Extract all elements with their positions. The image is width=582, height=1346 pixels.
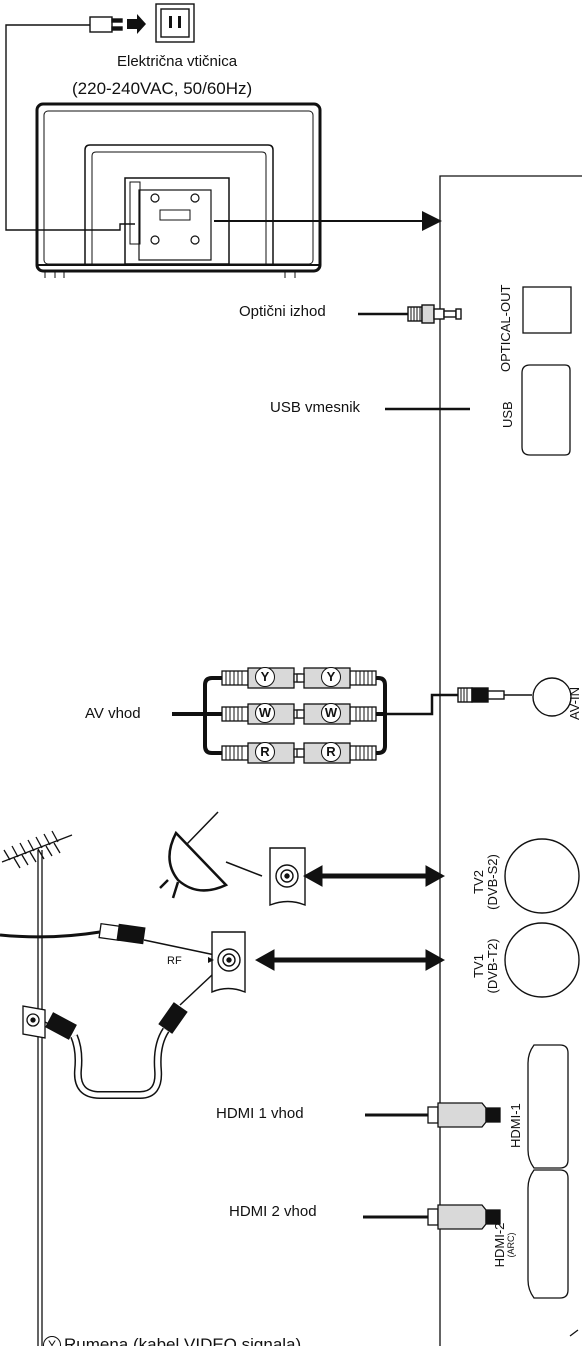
optical-port-icon [522, 286, 572, 334]
rca-left-white-letter: W [255, 703, 275, 723]
hdmi1-cable-label: HDMI 1 vhod [216, 1105, 304, 1122]
tv-side-panel [439, 175, 582, 1346]
hdmi2-cable-icon [363, 1204, 501, 1230]
wall-antenna-socket-icon [22, 1005, 46, 1039]
satellite-wall-plate-icon [269, 847, 306, 907]
tv1-double-arrow [254, 949, 446, 971]
usb-port-label: USB [500, 401, 515, 428]
rca-left-red-letter: R [255, 742, 275, 762]
rca-splitter-cables [172, 676, 387, 755]
tv2-line2: (DVB-S2) [484, 854, 500, 910]
power-plug-icon [5, 16, 123, 225]
av-in-port-label: AV-IN [567, 687, 582, 720]
av-in-port-icon [532, 677, 572, 717]
rf-wall-plate-icon [208, 931, 246, 994]
wall-socket-icon [155, 3, 195, 43]
hdmi2-sub: (ARC) [505, 1232, 516, 1258]
tv2-port-label: TV2 (DVB-S2) [471, 852, 504, 912]
tv1-line2: (DVB-T2) [484, 938, 500, 994]
optical-port-label: OPTICAL-OUT [498, 284, 513, 372]
loop-cable [44, 974, 213, 1099]
rca-left-yellow-letter: Y [255, 667, 275, 687]
tv2-double-arrow [302, 865, 446, 887]
antenna-cable [0, 922, 216, 956]
satellite-dish-icon [159, 811, 263, 899]
hdmi2-line1: HDMI-2 [492, 1222, 507, 1268]
optical-cable-label: Optični izhod [239, 303, 326, 320]
usb-cable-label: USB vmesnik [270, 399, 361, 416]
tv1-port-icon [504, 922, 580, 998]
av-jack-icon [457, 687, 532, 703]
tv-back-icon [35, 102, 322, 278]
hdmi1-cable-icon [365, 1102, 501, 1128]
hdmi2-port-icon [527, 1169, 569, 1299]
plug-arrow-icon [127, 14, 146, 34]
hdmi1-port-label: HDMI-1 [508, 1103, 523, 1148]
footer-note: Rumena (kabel VIDEO signala) [64, 1335, 302, 1346]
usb-port-icon [521, 364, 571, 456]
optical-cable-icon [358, 304, 462, 324]
rca-right-white-letter: W [321, 703, 341, 723]
socket-title: Električna vtičnica [117, 53, 238, 70]
rca-right-red-letter: R [321, 742, 341, 762]
hdmi1-port-icon [527, 1044, 569, 1169]
tv1-port-label: TV1 (DVB-T2) [471, 936, 504, 996]
tv2-port-icon [504, 838, 580, 914]
terrestrial-antenna-icon [1, 830, 73, 1346]
hdmi2-cable-label: HDMI 2 vhod [229, 1203, 317, 1220]
av-in-cable-label: AV vhod [85, 705, 141, 722]
rf-label: RF [167, 955, 182, 967]
rca-right-yellow-letter: Y [321, 667, 341, 687]
socket-spec: (220-240VAC, 50/60Hz) [72, 79, 253, 98]
hdmi2-port-label: HDMI-2 (ARC) [492, 1215, 523, 1275]
